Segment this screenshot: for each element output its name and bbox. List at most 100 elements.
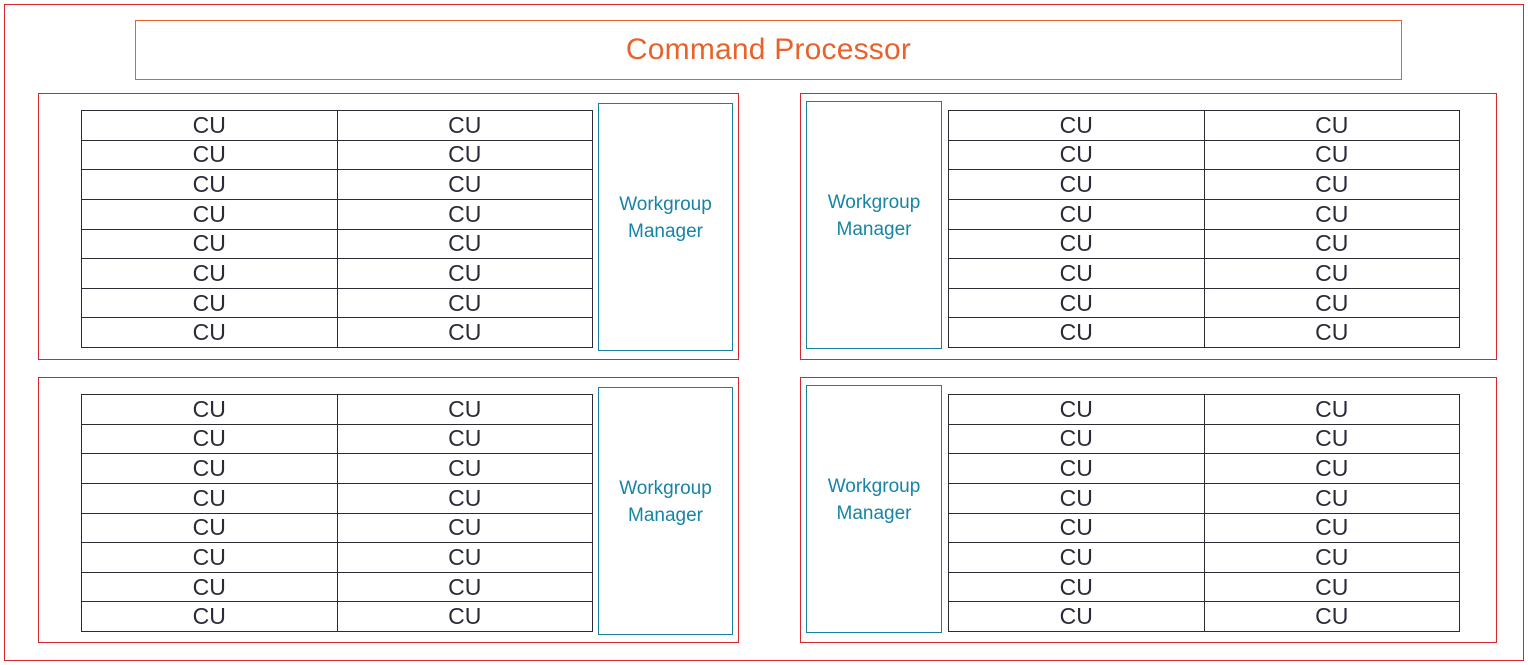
- compute-unit-label: CU: [1059, 603, 1093, 630]
- compute-unit-label: CU: [448, 259, 482, 286]
- compute-unit-cell[interactable]: CU: [82, 170, 338, 200]
- compute-unit-cell[interactable]: CU: [949, 140, 1205, 171]
- compute-unit-label: CU: [1059, 573, 1093, 600]
- compute-unit-cell[interactable]: CU: [337, 170, 593, 200]
- compute-unit-cell[interactable]: CU: [949, 199, 1205, 230]
- compute-unit-label: CU: [1315, 230, 1349, 257]
- compute-unit-cell[interactable]: CU: [82, 454, 338, 484]
- compute-unit-label: CU: [192, 484, 226, 511]
- compute-unit-cell[interactable]: CU: [337, 229, 593, 260]
- compute-unit-cell[interactable]: CU: [82, 259, 338, 289]
- compute-unit-label: CU: [192, 111, 226, 138]
- compute-unit-cell[interactable]: CU: [82, 513, 338, 544]
- compute-unit-cell[interactable]: CU: [337, 513, 593, 544]
- compute-unit-label: CU: [448, 230, 482, 257]
- compute-unit-cell[interactable]: CU: [337, 424, 593, 455]
- compute-unit-cell[interactable]: CU: [337, 140, 593, 171]
- compute-unit-label: CU: [448, 395, 482, 422]
- compute-unit-cell[interactable]: CU: [82, 229, 338, 260]
- compute-unit-cell[interactable]: CU: [1204, 199, 1460, 230]
- compute-unit-cell[interactable]: CU: [1204, 395, 1460, 425]
- compute-unit-cell[interactable]: CU: [82, 572, 338, 603]
- compute-unit-label: CU: [448, 111, 482, 138]
- compute-unit-label: CU: [448, 319, 482, 346]
- compute-unit-cell[interactable]: CU: [1204, 424, 1460, 455]
- compute-unit-label: CU: [448, 171, 482, 198]
- compute-unit-cell[interactable]: CU: [949, 395, 1205, 425]
- compute-unit-label: CU: [1059, 111, 1093, 138]
- compute-unit-label: CU: [192, 425, 226, 452]
- compute-unit-label: CU: [1059, 200, 1093, 227]
- compute-unit-cell[interactable]: CU: [82, 543, 338, 573]
- compute-unit-label: CU: [1315, 289, 1349, 316]
- compute-unit-label: CU: [192, 603, 226, 630]
- compute-unit-cell[interactable]: CU: [1204, 170, 1460, 200]
- compute-unit-cell[interactable]: CU: [82, 140, 338, 171]
- compute-unit-cell[interactable]: CU: [82, 602, 338, 632]
- compute-unit-cell[interactable]: CU: [1204, 140, 1460, 171]
- compute-unit-cell[interactable]: CU: [337, 483, 593, 514]
- compute-unit-cell[interactable]: CU: [337, 395, 593, 425]
- compute-unit-cell[interactable]: CU: [949, 483, 1205, 514]
- compute-unit-cell[interactable]: CU: [82, 318, 338, 348]
- compute-unit-cell[interactable]: CU: [82, 199, 338, 230]
- compute-unit-cell[interactable]: CU: [337, 259, 593, 289]
- compute-unit-cell[interactable]: CU: [1204, 572, 1460, 603]
- compute-unit-cell[interactable]: CU: [1204, 111, 1460, 141]
- compute-unit-label: CU: [192, 395, 226, 422]
- compute-unit-cell[interactable]: CU: [82, 288, 338, 319]
- page-title: Command Processor: [625, 33, 912, 66]
- compute-unit-cell[interactable]: CU: [949, 454, 1205, 484]
- compute-unit-cell[interactable]: CU: [949, 513, 1205, 544]
- compute-unit-cell[interactable]: CU: [949, 259, 1205, 289]
- compute-unit-cell[interactable]: CU: [82, 483, 338, 514]
- compute-unit-cell[interactable]: CU: [82, 424, 338, 455]
- compute-unit-cell[interactable]: CU: [337, 572, 593, 603]
- compute-unit-cell[interactable]: CU: [949, 111, 1205, 141]
- compute-unit-cell[interactable]: CU: [82, 395, 338, 425]
- compute-unit-label: CU: [192, 289, 226, 316]
- compute-unit-cell[interactable]: CU: [1204, 513, 1460, 544]
- compute-unit-cell[interactable]: CU: [82, 111, 338, 141]
- compute-unit-cell[interactable]: CU: [1204, 543, 1460, 573]
- compute-unit-cell[interactable]: CU: [949, 543, 1205, 573]
- compute-unit-cell[interactable]: CU: [337, 543, 593, 573]
- compute-unit-cell[interactable]: CU: [949, 318, 1205, 348]
- compute-unit-cell[interactable]: CU: [949, 602, 1205, 632]
- compute-unit-label: CU: [1059, 484, 1093, 511]
- compute-unit-cell[interactable]: CU: [949, 170, 1205, 200]
- workgroup-manager-line1: Workgroup: [619, 194, 712, 216]
- compute-unit-cell[interactable]: CU: [337, 454, 593, 484]
- compute-unit-cell[interactable]: CU: [337, 288, 593, 319]
- compute-unit-cell[interactable]: CU: [1204, 602, 1460, 632]
- compute-unit-label: CU: [1315, 171, 1349, 198]
- compute-unit-label: CU: [1315, 425, 1349, 452]
- compute-unit-cell[interactable]: CU: [949, 229, 1205, 260]
- workgroup-manager-line2: Manager: [836, 503, 912, 524]
- compute-unit-cell[interactable]: CU: [949, 288, 1205, 319]
- compute-unit-cell[interactable]: CU: [337, 111, 593, 141]
- compute-unit-cell[interactable]: CU: [337, 602, 593, 632]
- compute-unit-cell[interactable]: CU: [1204, 483, 1460, 514]
- compute-unit-cell[interactable]: CU: [337, 199, 593, 230]
- compute-unit-cell[interactable]: CU: [949, 572, 1205, 603]
- compute-unit-cell[interactable]: CU: [949, 424, 1205, 455]
- compute-unit-cell[interactable]: CU: [337, 318, 593, 348]
- compute-unit-label: CU: [1059, 259, 1093, 286]
- compute-unit-cell[interactable]: CU: [1204, 259, 1460, 289]
- compute-unit-cell[interactable]: CU: [1204, 288, 1460, 319]
- compute-unit-cell[interactable]: CU: [1204, 229, 1460, 260]
- compute-unit-label: CU: [1315, 603, 1349, 630]
- compute-unit-label: CU: [448, 484, 482, 511]
- compute-unit-label: CU: [192, 171, 226, 198]
- compute-unit-cell[interactable]: CU: [1204, 454, 1460, 484]
- compute-unit-cell[interactable]: CU: [1204, 318, 1460, 348]
- workgroup-manager-line2: Manager: [628, 505, 703, 526]
